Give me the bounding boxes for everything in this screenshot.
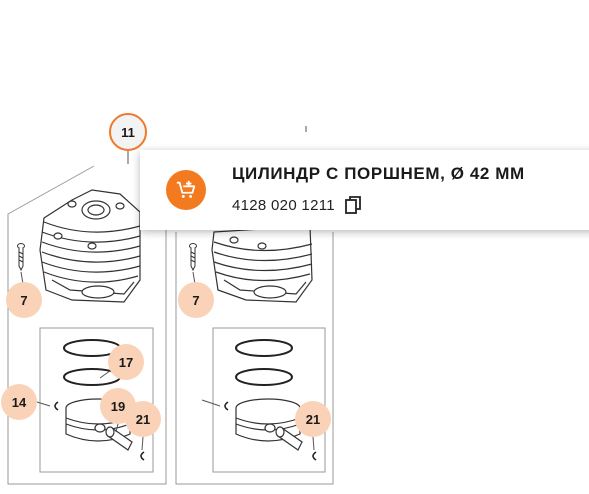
cylinder-right	[211, 225, 313, 303]
add-to-cart-button[interactable]	[166, 170, 206, 210]
copy-icon[interactable]	[344, 196, 361, 214]
callout-7[interactable]: 7	[178, 282, 214, 318]
callout-11[interactable]: 11	[109, 113, 147, 151]
assembly-frame-left	[7, 165, 167, 485]
circlip-left-b	[140, 451, 145, 461]
circlip-right-b	[312, 451, 317, 461]
screw-left	[17, 243, 25, 272]
callout-14[interactable]: 14	[1, 384, 37, 420]
piston-rings-right	[235, 339, 293, 386]
part-number-row: 4128 020 1211	[232, 196, 361, 214]
callout-7[interactable]: 7	[6, 282, 42, 318]
part-tooltip: ЦИЛИНДР С ПОРШНЕМ, Ø 42 ММ 4128 020 1211	[140, 150, 589, 230]
callout-17[interactable]: 17	[108, 344, 144, 380]
add-to-cart-icon	[176, 180, 196, 198]
screw-right	[189, 243, 197, 272]
part-title: ЦИЛИНДР С ПОРШНЕМ, Ø 42 ММ	[232, 164, 525, 183]
cylinder-left	[39, 189, 141, 303]
circlip-left-a	[54, 401, 59, 411]
piston-kit-frame-left	[39, 327, 154, 473]
piston-pin-left	[105, 426, 133, 451]
piston-kit-frame-right	[212, 327, 326, 473]
assembly-frame-right	[175, 232, 334, 485]
callout-21[interactable]: 21	[295, 401, 331, 437]
circlip-right-a	[224, 401, 229, 411]
callout-21[interactable]: 21	[125, 401, 161, 437]
part-number: 4128 020 1211	[232, 196, 335, 214]
piston-pin-right	[275, 426, 303, 451]
